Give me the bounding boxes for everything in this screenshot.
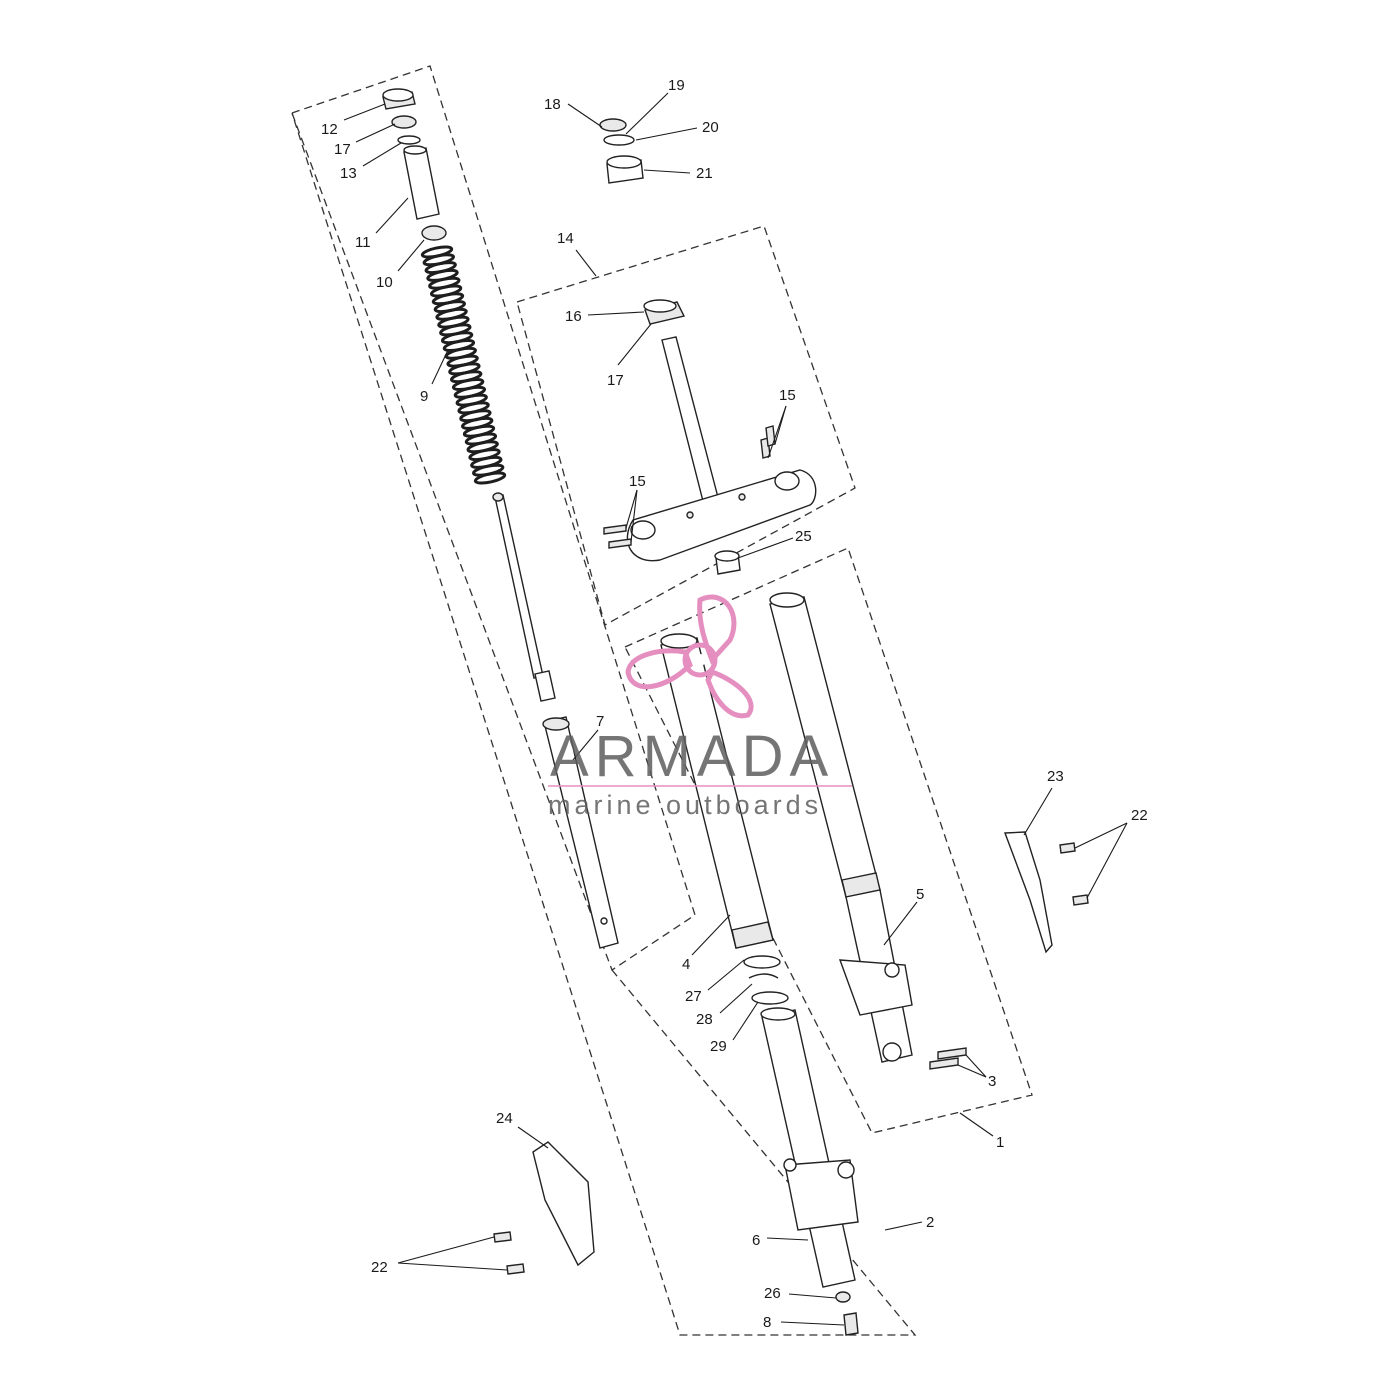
o-ring bbox=[397, 135, 421, 145]
guard-bolts bbox=[493, 842, 1089, 1275]
inner-fork-tube-left bbox=[660, 633, 774, 949]
clamp-bolts-upper bbox=[760, 425, 776, 459]
bearing-race bbox=[606, 155, 644, 184]
callout-24: 24 bbox=[496, 1110, 513, 1127]
drain-bolt bbox=[843, 1312, 859, 1336]
callout-8: 8 bbox=[763, 1314, 771, 1331]
steering-nut bbox=[599, 118, 627, 132]
callout-17-cap: 17 bbox=[334, 141, 351, 158]
taper-bearing bbox=[643, 299, 686, 325]
dust-seal bbox=[751, 991, 789, 1005]
watermark-title: ARMADA bbox=[550, 724, 834, 789]
callout-2: 2 bbox=[926, 1214, 934, 1231]
outer-fork-leg-left bbox=[760, 1007, 859, 1288]
callout-26: 26 bbox=[764, 1285, 781, 1302]
callout-29: 29 bbox=[710, 1038, 727, 1055]
callout-labels: 1 2 3 4 5 6 7 8 9 10 11 12 13 14 15 15 1… bbox=[321, 77, 1148, 1331]
left-fork-lower-boundary bbox=[291, 112, 917, 1336]
fork-guard-right bbox=[1004, 831, 1053, 954]
drain-washer bbox=[835, 1291, 851, 1303]
callout-16: 16 bbox=[565, 308, 582, 325]
fork-spring bbox=[420, 245, 507, 485]
callout-3: 3 bbox=[988, 1073, 996, 1090]
clamp-bolts-lower bbox=[603, 524, 632, 549]
callout-17-stem: 17 bbox=[607, 372, 624, 389]
callout-1: 1 bbox=[996, 1134, 1004, 1151]
callout-12: 12 bbox=[321, 121, 338, 138]
callout-22-left: 22 bbox=[371, 1259, 388, 1276]
spring-coil bbox=[473, 471, 507, 485]
callout-5: 5 bbox=[916, 886, 924, 903]
damper-rod bbox=[492, 492, 619, 949]
callout-4: 4 bbox=[682, 956, 690, 973]
callout-13: 13 bbox=[340, 165, 357, 182]
callout-27: 27 bbox=[685, 988, 702, 1005]
inner-fork-tube-right bbox=[769, 592, 881, 898]
callout-10: 10 bbox=[376, 274, 393, 291]
propeller-logo-icon bbox=[625, 594, 754, 719]
callout-15-lower: 15 bbox=[629, 473, 646, 490]
circlip bbox=[748, 973, 779, 979]
armada-watermark: ARMADA marine outboards bbox=[548, 594, 852, 820]
callout-19: 19 bbox=[668, 77, 685, 94]
steering-washer bbox=[603, 134, 635, 146]
fork-cap-bolt bbox=[382, 88, 416, 110]
callout-15-upper: 15 bbox=[779, 387, 796, 404]
cap-nut bbox=[391, 115, 417, 129]
callout-9: 9 bbox=[420, 388, 428, 405]
watermark-subtitle: marine outboards bbox=[548, 790, 822, 820]
callout-25: 25 bbox=[795, 528, 812, 545]
left-fork-assembly-boundary bbox=[291, 65, 696, 971]
callout-14: 14 bbox=[557, 230, 574, 247]
callout-18: 18 bbox=[544, 96, 561, 113]
callout-20: 20 bbox=[702, 119, 719, 136]
callout-21: 21 bbox=[696, 165, 713, 182]
outer-fork-leg-right bbox=[838, 889, 913, 1063]
callout-6: 6 bbox=[752, 1232, 760, 1249]
triple-clamp-boundary bbox=[516, 225, 856, 626]
fork-guard-left bbox=[532, 1141, 595, 1267]
spring-washer bbox=[421, 225, 447, 241]
callout-7: 7 bbox=[596, 713, 604, 730]
steering-stem bbox=[626, 336, 817, 562]
right-fork-boundary bbox=[624, 547, 1033, 1134]
callout-22-right: 22 bbox=[1131, 807, 1148, 824]
stem-nut bbox=[714, 550, 741, 575]
oil-seal bbox=[743, 955, 781, 969]
spacer-tube bbox=[403, 145, 440, 220]
callout-23: 23 bbox=[1047, 768, 1064, 785]
callout-28: 28 bbox=[696, 1011, 713, 1028]
leader-lines bbox=[343, 92, 1128, 1326]
callout-11: 11 bbox=[355, 234, 371, 251]
